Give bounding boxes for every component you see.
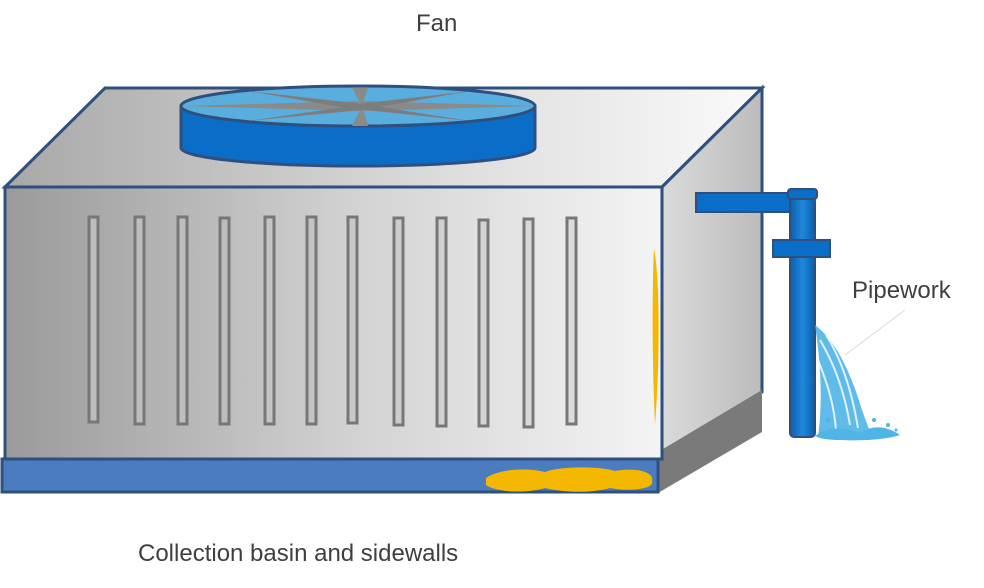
fan-blade xyxy=(362,101,535,111)
vent-slot xyxy=(435,216,448,428)
vent-slot xyxy=(133,215,146,426)
fan-blade xyxy=(248,91,362,110)
vent-slot xyxy=(477,218,490,428)
pipe-cap xyxy=(787,188,818,200)
pipework xyxy=(695,188,900,441)
vent-slot xyxy=(305,215,318,426)
fan-blade xyxy=(352,88,368,106)
pipe-flange xyxy=(772,239,831,258)
unit-side-base xyxy=(658,390,762,493)
vent-slot xyxy=(218,216,231,426)
water-spray xyxy=(815,325,870,437)
vent-slots xyxy=(87,215,578,429)
vent-slot xyxy=(87,215,100,424)
water-splash xyxy=(815,427,900,441)
fan-blade xyxy=(248,104,366,121)
unit-front-face xyxy=(3,185,664,461)
vent-slot xyxy=(392,216,405,427)
fan-blade xyxy=(358,91,470,110)
vent-slot xyxy=(522,217,535,429)
fan xyxy=(179,84,537,168)
collection-basin-label: Collection basin and sidewalls xyxy=(138,540,459,567)
vent-slot xyxy=(263,215,276,426)
pipework-label: Pipework xyxy=(852,277,951,304)
water-spray-streaks xyxy=(817,334,859,431)
leak-puddle xyxy=(486,467,653,492)
fan-blade xyxy=(181,101,362,111)
water-droplet xyxy=(894,428,898,432)
vent-slot xyxy=(346,215,359,425)
leak-streak xyxy=(652,248,659,425)
fan-blade xyxy=(362,104,470,121)
pipe-vertical xyxy=(789,196,816,438)
fan-blade xyxy=(352,106,368,126)
vent-slot xyxy=(176,215,189,426)
water-droplet xyxy=(886,423,890,427)
water-droplet xyxy=(826,418,830,422)
pipework-leader-line xyxy=(844,309,906,356)
fan-label: Fan xyxy=(416,10,458,37)
vent-slot xyxy=(565,216,578,426)
water-droplet xyxy=(872,418,876,422)
